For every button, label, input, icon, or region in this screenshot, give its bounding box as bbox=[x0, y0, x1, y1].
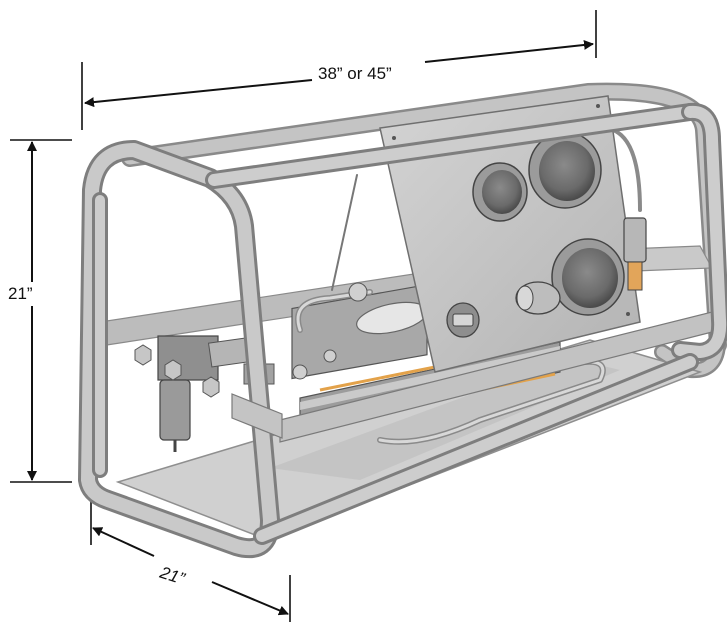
orange-rod-lower bbox=[319, 364, 441, 392]
depth-label: 21” bbox=[157, 562, 188, 588]
panel-rivet-1 bbox=[392, 136, 396, 140]
left-front-strap bbox=[231, 393, 283, 439]
length-arrow-left bbox=[84, 79, 313, 108]
depth-arrow-right bbox=[211, 581, 289, 616]
fitting-1 bbox=[348, 282, 368, 302]
length-label: 38” or 45” bbox=[318, 64, 392, 83]
valve-handle-icon bbox=[446, 302, 480, 338]
gauge-small-icon bbox=[472, 162, 528, 222]
control-panel bbox=[379, 95, 641, 373]
panel-rivet-2 bbox=[596, 104, 600, 108]
gauge-large-top-icon bbox=[528, 131, 602, 209]
pump-cylinder-highlight bbox=[300, 346, 560, 410]
regulator-knob-icon bbox=[515, 281, 561, 315]
relief-valve bbox=[602, 126, 647, 291]
panel-rivet-3 bbox=[626, 312, 630, 316]
height-label: 21” bbox=[8, 284, 33, 303]
wire bbox=[331, 174, 358, 291]
length-dimension: 38” or 45” bbox=[81, 10, 597, 130]
length-arrow-right bbox=[424, 39, 594, 63]
frame-front bbox=[78, 102, 727, 559]
height-dimension: 21” bbox=[8, 139, 72, 483]
filter-bowl bbox=[159, 379, 191, 441]
fitting-2 bbox=[292, 364, 308, 380]
gauge-large-bottom-icon bbox=[551, 238, 625, 316]
bottom-tray-shadow bbox=[270, 358, 620, 480]
depth-arrow-left bbox=[92, 527, 155, 557]
hex-nut-3 bbox=[202, 376, 220, 398]
fitting-3 bbox=[323, 349, 337, 363]
hex-nut-1 bbox=[134, 344, 152, 366]
filter-assembly bbox=[134, 335, 275, 452]
hex-nut-2 bbox=[164, 359, 182, 381]
